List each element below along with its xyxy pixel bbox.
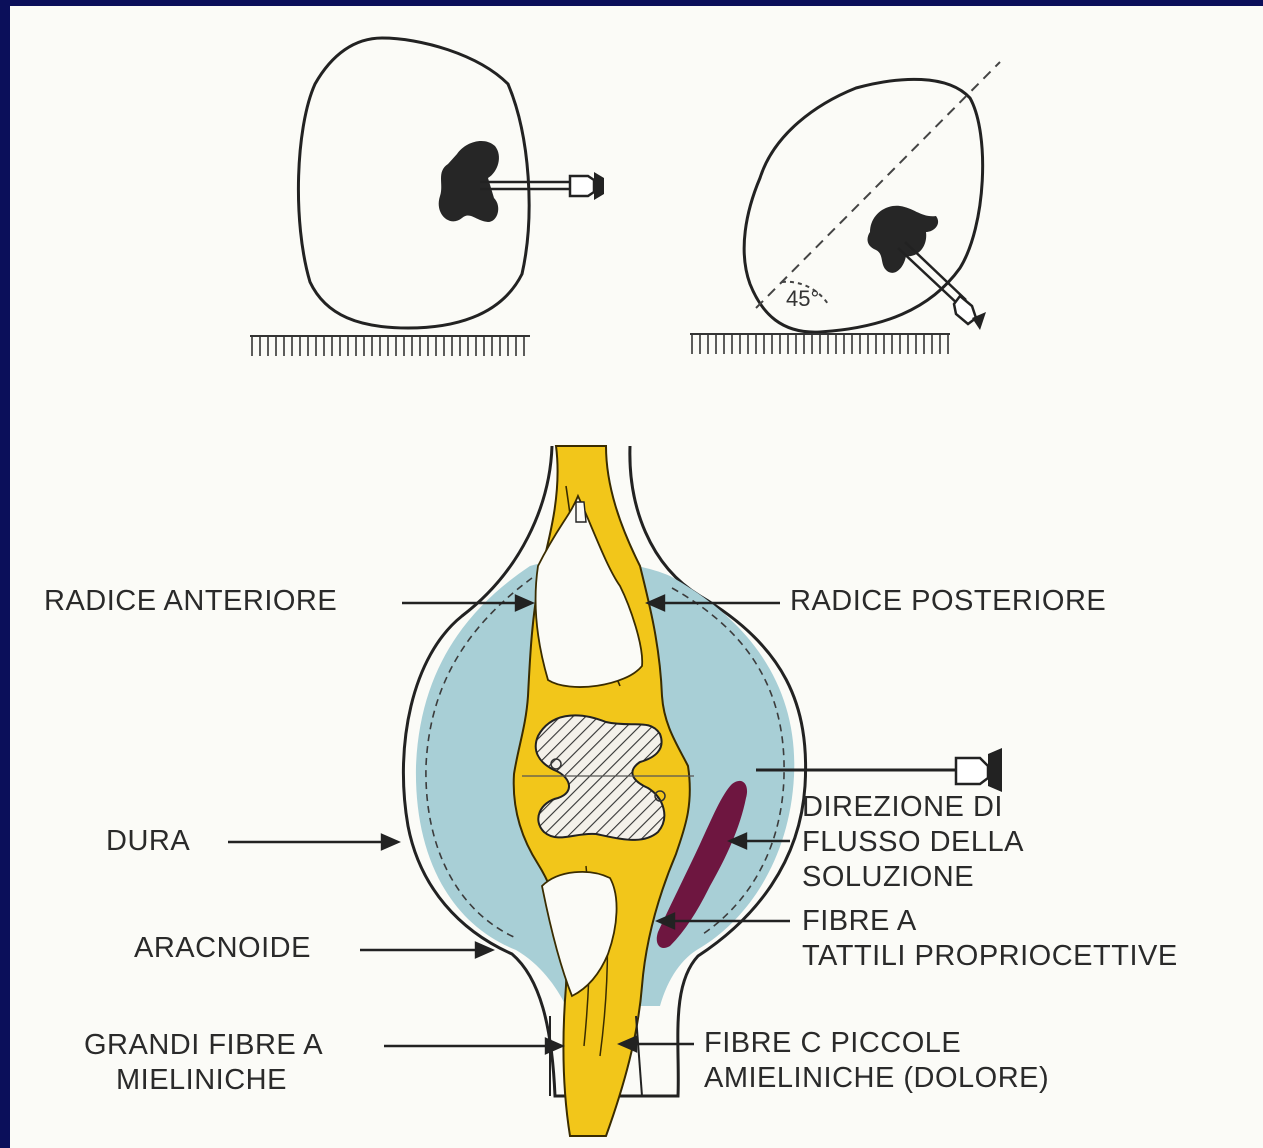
label-anterior-root: RADICE ANTERIORE [44,584,337,619]
reference-axis-dashed [756,62,1000,308]
patient-section-lateral [250,38,604,356]
illustration-page: 45° [10,6,1263,1148]
diagram-canvas: 45° [10,6,1263,1148]
label-dura: DURA [106,824,190,859]
label-flow-direction: DIREZIONE DI FLUSSO DELLA SOLUZIONE [802,790,1024,895]
label-tactile-fibers: FIBRE A TATTILI PROPRIOCETTIVE [802,904,1178,974]
label-large-fibers: GRANDI FIBRE A MIELINICHE [84,1028,323,1098]
label-small-c-fibers: FIBRE C PICCOLE AMIELINICHE (DOLORE) [704,1026,1049,1096]
patient-section-oblique: 45° [690,62,1000,354]
angle-label: 45° [786,286,819,311]
label-posterior-root: RADICE POSTERIORE [790,584,1106,619]
label-arachnoid: ARACNOIDE [134,931,311,966]
